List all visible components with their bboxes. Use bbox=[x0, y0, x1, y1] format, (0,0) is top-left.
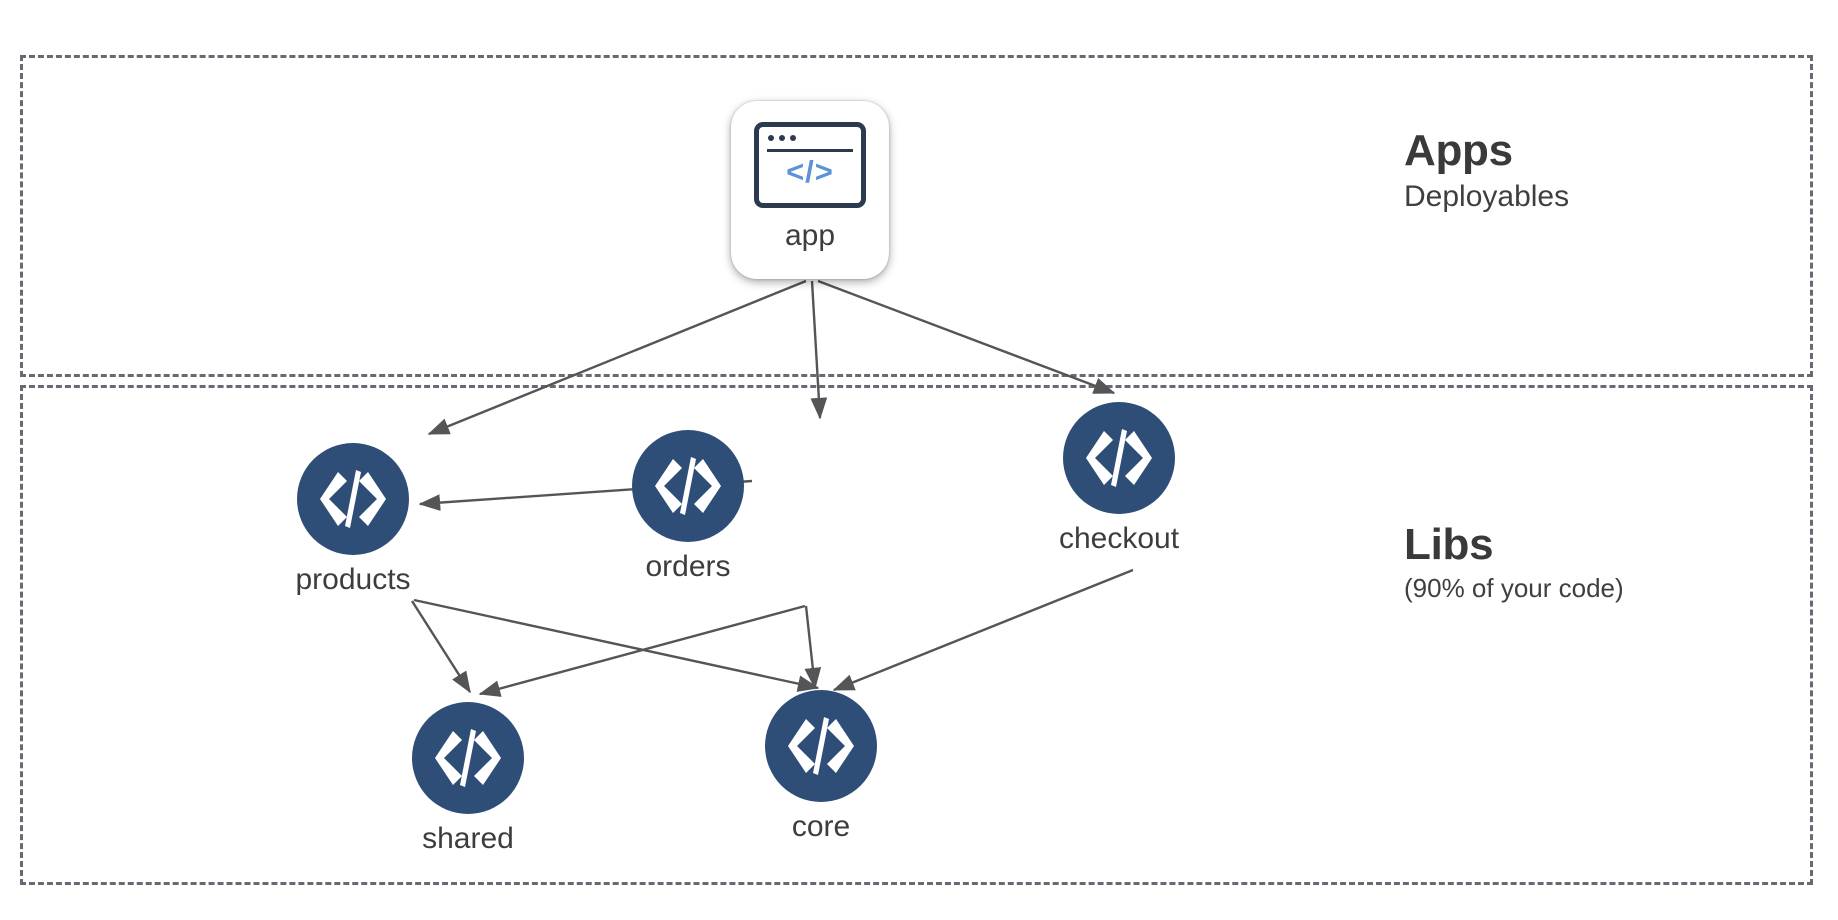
node-orders[interactable]: orders bbox=[632, 430, 744, 583]
code-brackets-icon bbox=[1063, 402, 1175, 514]
zone-libs-subtitle: (90% of your code) bbox=[1404, 573, 1624, 604]
node-orders-label: orders bbox=[645, 550, 731, 583]
zone-apps bbox=[20, 55, 1813, 377]
node-core-label: core bbox=[791, 810, 851, 843]
zone-libs bbox=[20, 385, 1813, 885]
node-checkout-label: checkout bbox=[1058, 522, 1180, 555]
node-shared-label: shared bbox=[422, 822, 514, 855]
zone-apps-caption: Apps Deployables bbox=[1404, 126, 1570, 216]
node-checkout[interactable]: checkout bbox=[1059, 402, 1179, 555]
node-products[interactable]: products bbox=[295, 443, 411, 596]
zone-apps-title: Apps bbox=[1404, 126, 1513, 175]
browser-code-icon: </> bbox=[754, 122, 866, 208]
browser-divider bbox=[767, 149, 853, 152]
code-brackets-icon bbox=[632, 430, 744, 542]
node-shared[interactable]: shared bbox=[412, 702, 524, 855]
code-symbol: </> bbox=[786, 154, 834, 189]
node-app-label: app bbox=[784, 219, 836, 252]
zone-libs-title: Libs bbox=[1404, 520, 1494, 569]
node-products-label: products bbox=[295, 563, 411, 596]
zone-libs-caption: Libs (90% of your code) bbox=[1404, 520, 1624, 605]
node-core[interactable]: core bbox=[765, 690, 877, 843]
code-brackets-icon bbox=[765, 690, 877, 802]
code-brackets-icon bbox=[297, 443, 409, 555]
code-brackets-icon bbox=[412, 702, 524, 814]
zone-apps-subtitle: Deployables bbox=[1404, 180, 1570, 214]
node-app[interactable]: </> app bbox=[731, 101, 889, 279]
browser-dots-icon bbox=[768, 135, 796, 141]
